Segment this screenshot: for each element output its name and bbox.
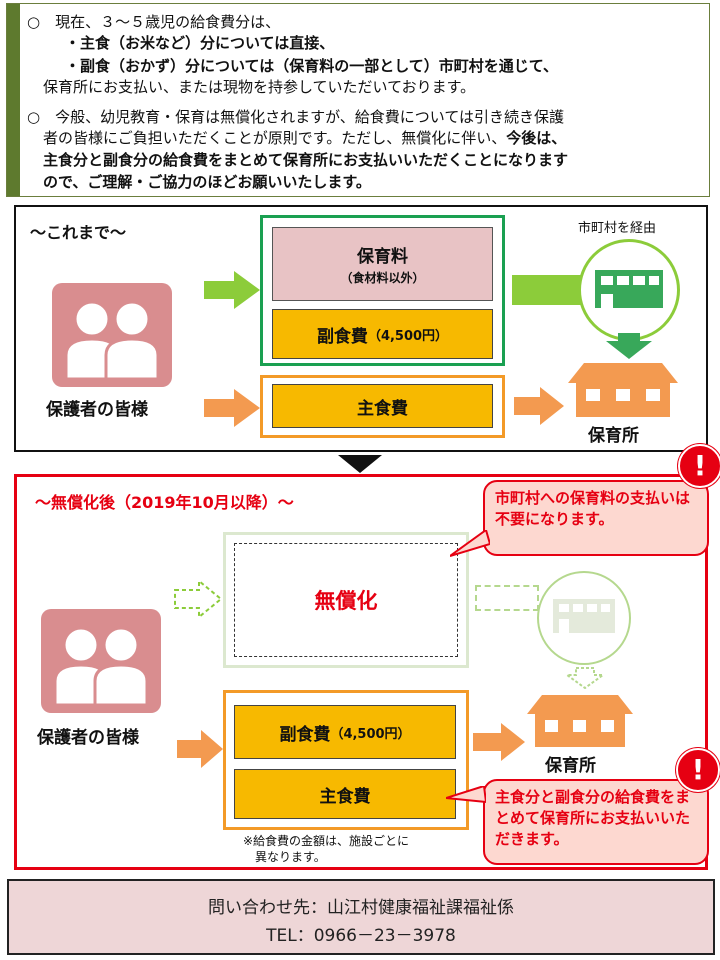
fee-note: ※給食費の金額は、施設ごとに 異なります。 xyxy=(243,833,409,865)
green-connector xyxy=(512,275,582,305)
alert-icon-2: ! xyxy=(676,748,720,792)
nursery-label-after: 保育所 xyxy=(545,756,596,776)
nursery-icon-after xyxy=(527,695,633,747)
notice-line-5: ○ 今般、幼児教育・保育は無償化されますが、給食費については引き続き保護 xyxy=(27,108,565,126)
guardians-label-after: 保護者の皆様 xyxy=(37,728,139,748)
contact-box: 問い合わせ先：山江村健康福祉課福祉係 TEL：0966－23－3978 xyxy=(7,879,715,955)
city-hall-faded-icon xyxy=(537,571,631,665)
free-frame: 無償化 xyxy=(223,532,469,668)
green-arrow-icon xyxy=(204,271,260,309)
via-city-label: 市町村を経由 xyxy=(578,221,657,236)
callout-tail-1 xyxy=(450,530,490,557)
orange-arrow-out-icon xyxy=(473,723,525,761)
notice-line-3: ・副食（おかず）分については（保育料の一部として）市町村を通じて、 xyxy=(65,57,559,75)
staple-fee-box: 主食費 xyxy=(272,384,493,428)
side-dish-fee-amount: （4,500円） xyxy=(367,328,449,344)
guardians-icon xyxy=(52,283,172,387)
side-dish-fee-label-after: 副食費 xyxy=(279,724,331,745)
faded-down-arrow-icon xyxy=(565,667,605,689)
side-dish-fee-box-after: 副食費（4,500円） xyxy=(234,705,456,759)
nursery-label: 保育所 xyxy=(588,426,639,446)
fee-note-line-2: 異なります。 xyxy=(255,850,326,864)
down-triangle-icon xyxy=(338,455,382,473)
notice-box: ○ 現在、３～５歳児の給食費分は、 ・主食（お米など）分については直接、 ・副食… xyxy=(6,3,710,197)
notice-accent-bar xyxy=(7,4,20,196)
side-dish-fee-amount-after: （4,500円） xyxy=(330,726,411,742)
callout-no-payment: 市町村への保育料の支払いは不要になります。 xyxy=(483,480,709,556)
contact-phone: TEL：0966－23－3978 xyxy=(266,926,456,946)
before-title: ～これまで～ xyxy=(30,223,127,242)
callout-tail-2 xyxy=(446,786,486,804)
childcare-fee-label: 保育料 xyxy=(357,247,408,267)
notice-line-2: ・主食（お米など）分については直接、 xyxy=(65,34,335,52)
side-dish-fee-box: 副食費（4,500円） xyxy=(272,309,493,359)
fee-note-line-1: ※給食費の金額は、施設ごとに xyxy=(243,834,410,848)
childcare-fee-sub: （食材料以外） xyxy=(340,271,425,285)
guardians-icon-after xyxy=(41,609,161,713)
city-hall-icon xyxy=(578,239,680,341)
free-label: 無償化 xyxy=(234,543,458,657)
notice-line-4: 保育所にお支払い、または現物を持参していただいております。 xyxy=(43,78,476,96)
before-section: ～これまで～ 保護者の皆様 保育料 （食材料以外） 副食費（4,500円） 主食… xyxy=(14,205,708,452)
lunch-fee-frame: 副食費（4,500円） 主食費 xyxy=(223,690,469,830)
orange-arrow-icon xyxy=(204,389,260,427)
staple-fee-box-after: 主食費 xyxy=(234,769,456,819)
childcare-fee-box: 保育料 （食材料以外） xyxy=(272,227,493,301)
dashed-arrow-icon xyxy=(174,579,223,619)
guardians-label: 保護者の皆様 xyxy=(46,400,148,420)
notice-line-6: 者の皆様にご負担いただくことが原則です。ただし、無償化に伴い、今後は、 xyxy=(43,129,567,147)
notice-line-1: ○ 現在、３～５歳児の給食費分は、 xyxy=(27,13,281,31)
faded-connector xyxy=(475,585,539,611)
nursery-icon xyxy=(568,363,678,417)
notice-line-7: 主食分と副食分の給食費をまとめて保育所にお支払いいただくことになります xyxy=(43,151,569,169)
orange-arrow-to-nursery-icon xyxy=(514,387,564,425)
orange-arrow-in-icon xyxy=(177,730,223,768)
side-dish-fee-label: 副食費 xyxy=(316,326,368,347)
contact-line-1: 問い合わせ先：山江村健康福祉課福祉係 xyxy=(208,898,514,918)
staple-fee-frame: 主食費 xyxy=(260,375,505,438)
callout-pay-together: 主食分と副食分の給食費をまとめて保育所にお支払いいただきます。 xyxy=(483,779,709,865)
after-section: ～無償化後（2019年10月以降）～ 保護者の皆様 無償化 xyxy=(14,474,709,870)
notice-line-8: ので、ご理解・ご協力のほどお願いいたします。 xyxy=(43,173,371,191)
after-title: ～無償化後（2019年10月以降）～ xyxy=(35,493,294,512)
green-down-arrow-icon xyxy=(606,333,652,359)
alert-icon: ! xyxy=(678,444,720,488)
childcare-fee-frame: 保育料 （食材料以外） 副食費（4,500円） xyxy=(260,215,505,366)
